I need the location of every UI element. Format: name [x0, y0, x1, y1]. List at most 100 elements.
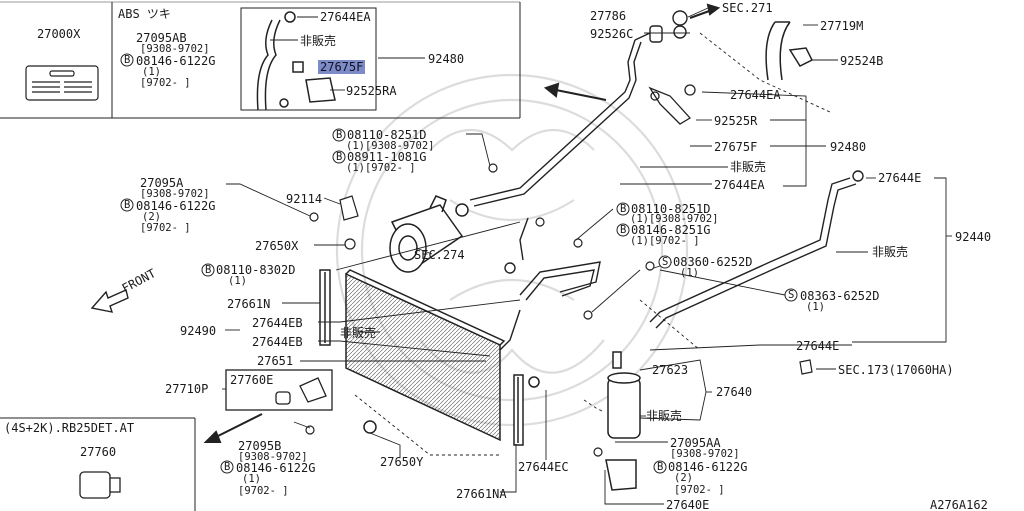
part-label[interactable]: 27675F: [714, 140, 758, 154]
part-label[interactable]: 27710P: [165, 382, 209, 396]
part-label[interactable]: 92114: [286, 192, 323, 206]
variant-note: (4S+2K).RB25DET.AT: [4, 421, 135, 435]
quantity-date: (1)[9308-9702]: [630, 213, 719, 225]
bolt-part-label[interactable]: 08363-6252D: [800, 289, 880, 303]
bracket-92525r: [648, 84, 696, 125]
section-ref[interactable]: SEC.271: [722, 1, 773, 15]
quantity: (2): [674, 472, 693, 484]
circle-marks: [120, 53, 798, 474]
part-label[interactable]: 27719M: [820, 19, 864, 33]
quantity-date: (1)[9702- ]: [630, 235, 700, 247]
part-label[interactable]: 92480: [428, 52, 465, 66]
section-ref[interactable]: SEC.274: [414, 248, 465, 262]
part-label[interactable]: 92525RA: [346, 84, 397, 98]
hose-27719m: [765, 21, 814, 81]
part-label[interactable]: 27760E: [230, 373, 274, 387]
not-sold-note: 非販売: [646, 409, 683, 423]
inset-panels: [0, 1, 521, 511]
part-label[interactable]: 92490: [180, 324, 217, 338]
bolt-part-label[interactable]: 08110-8251D: [347, 128, 427, 142]
part-label[interactable]: 27651: [257, 354, 294, 368]
part-label[interactable]: 92526C: [590, 27, 634, 41]
part-label[interactable]: 27640E: [666, 498, 710, 511]
direction-arrows: [203, 3, 721, 443]
part-label[interactable]: 27644E: [796, 339, 840, 353]
receiver-drier: [605, 351, 641, 491]
date-range: [9702- ]: [140, 77, 191, 89]
inset-hose: [256, 11, 336, 111]
highlighted-part-label[interactable]: 27675F: [318, 60, 366, 74]
mark-b: B: [124, 199, 131, 211]
part-label[interactable]: 27095B: [238, 439, 282, 453]
bolts: [305, 163, 813, 457]
part-label[interactable]: 27623: [652, 363, 689, 377]
mark-b: B: [336, 129, 343, 141]
part-label[interactable]: 27095AA: [670, 436, 721, 450]
mark-b: B: [224, 461, 231, 473]
quantity-date: (1)[9702- ]: [346, 162, 416, 174]
quantity: (1): [806, 301, 825, 313]
bolt-part-label[interactable]: 08146-6122G: [136, 54, 216, 68]
part-label[interactable]: 27644E: [878, 171, 922, 185]
part-label[interactable]: 27640: [716, 385, 753, 399]
label-plate-27000x: [25, 65, 99, 101]
part-label[interactable]: 27000X: [37, 27, 81, 41]
bolt-part-label[interactable]: 08360-6252D: [673, 255, 753, 269]
not-sold-note: 非販売: [730, 160, 767, 174]
pipe-92440: [649, 170, 864, 329]
bolt-part-label[interactable]: 08110-8251D: [631, 202, 711, 216]
quantity-date: (1)[9308-9702]: [346, 140, 435, 152]
quantity: (2): [142, 211, 161, 223]
bolt-part-label[interactable]: 08146-6122G: [236, 461, 316, 475]
part-label[interactable]: 27644EA: [714, 178, 765, 192]
part-label[interactable]: 27644EA: [730, 88, 781, 102]
bolt-part-label[interactable]: 08146-6122G: [668, 460, 748, 474]
date-range: [9308-9702]: [140, 43, 210, 55]
part-label[interactable]: 27644EB: [252, 316, 303, 330]
variant-note: ABS ツキ: [118, 7, 171, 21]
mark-s: S: [662, 256, 669, 268]
pipe-upper: [469, 10, 688, 207]
quantity: (1): [142, 66, 161, 78]
bolt-part-label[interactable]: 08911-1081G: [347, 150, 427, 164]
part-label[interactable]: 92440: [955, 230, 992, 244]
date-range: [9702- ]: [674, 484, 725, 496]
part-label[interactable]: 27095A: [140, 176, 184, 190]
front-arrow-icon: [90, 289, 129, 313]
part-label[interactable]: 92480: [830, 140, 867, 154]
part-label[interactable]: 27786: [590, 9, 627, 23]
part-label[interactable]: 27661N: [227, 297, 271, 311]
part-label[interactable]: 27760: [80, 445, 117, 459]
part-label[interactable]: 92525R: [714, 114, 758, 128]
bolt-part-label[interactable]: 08146-6122G: [136, 199, 216, 213]
part-label[interactable]: 27650X: [255, 239, 299, 253]
not-sold-note: 非販売: [300, 34, 337, 48]
part-label[interactable]: 27650Y: [380, 455, 424, 469]
mark-b: B: [620, 224, 627, 236]
section-ref[interactable]: SEC.173(17060HA): [838, 363, 954, 377]
condenser: [319, 269, 540, 446]
mark-b: B: [205, 264, 212, 276]
date-range: [9308-9702]: [140, 188, 210, 200]
part-label[interactable]: 27095AB: [136, 31, 187, 45]
pressure-switch: [79, 369, 333, 499]
part-label[interactable]: 27644EC: [518, 460, 569, 474]
not-sold-note: 非販売: [872, 245, 909, 259]
quantity: (1): [228, 275, 247, 287]
mark-b: B: [657, 461, 664, 473]
part-label[interactable]: 27644EB: [252, 335, 303, 349]
bolt-part-label[interactable]: 08110-8302D: [216, 263, 296, 277]
part-label[interactable]: 27661NA: [456, 487, 507, 501]
date-range: [9702- ]: [140, 222, 191, 234]
part-label[interactable]: 92524B: [840, 54, 884, 68]
date-range: [9308-9702]: [238, 451, 308, 463]
date-range: [9308-9702]: [670, 448, 740, 460]
mark-b: B: [336, 151, 343, 163]
part-label[interactable]: 27644EA: [320, 10, 371, 24]
watermark-emblem: [335, 73, 689, 427]
not-sold-note: 非販売: [340, 326, 377, 340]
bolt-part-label[interactable]: 08146-8251G: [631, 223, 711, 237]
mark-b: B: [124, 54, 131, 66]
